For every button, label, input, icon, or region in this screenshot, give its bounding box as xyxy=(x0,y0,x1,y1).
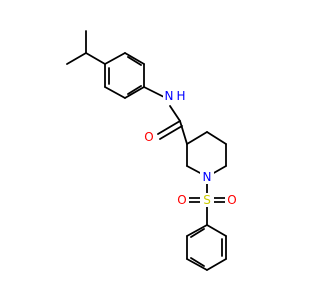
bond-ring2-1 xyxy=(206,224,227,237)
bond-isopropyl-methyl-left xyxy=(66,52,87,65)
bonds-layer xyxy=(66,30,227,271)
bond-ring1-3 xyxy=(124,86,145,99)
bond-pip-5 xyxy=(186,165,203,175)
atom-label-amide-nh: N H xyxy=(163,89,187,103)
bond-ring1-6 xyxy=(104,52,126,65)
bond-ring1-2 xyxy=(104,86,126,99)
molecule-structure: N H O N S O O xyxy=(66,30,239,271)
sulfonyl-oxygen-right-label: O xyxy=(227,193,236,207)
ring-nitrogen-label: N xyxy=(203,170,212,184)
bond-pip-1 xyxy=(186,131,208,145)
bond-carbonyl-o-1 xyxy=(157,120,181,135)
atom-label-sulfonyl-o1: O xyxy=(175,193,189,207)
bond-ring2-6 xyxy=(186,224,208,237)
bond-ring1-double-c xyxy=(127,56,142,66)
atom-label-sulfonyl-o2: O xyxy=(225,193,239,207)
sulfonyl-oxygen-left-label: O xyxy=(177,193,186,207)
bond-ring2-4 xyxy=(186,258,208,271)
bond-carbonyl-to-c3 xyxy=(179,120,188,145)
amide-nitrogen-label: N xyxy=(165,89,174,103)
bond-carbonyl-o-2 xyxy=(159,125,183,140)
atom-label-amide-o: O xyxy=(142,130,156,144)
bond-ring1-to-nh xyxy=(143,86,165,98)
bond-ring2-double-c xyxy=(190,228,205,238)
bond-ring2-3 xyxy=(206,258,227,271)
bond-pip-2 xyxy=(206,131,227,145)
bond-ring1-double-b xyxy=(127,85,142,95)
atom-label-ring-n: N xyxy=(200,170,214,184)
bond-isopropyl-to-ring xyxy=(85,52,106,65)
bond-pip-4 xyxy=(211,165,227,175)
bond-ring1-5 xyxy=(124,52,145,65)
bond-ring2-double-b xyxy=(190,257,205,267)
amide-oxygen-label: O xyxy=(144,130,153,144)
bond-nh-to-carbonyl xyxy=(169,105,181,122)
sulfur-label: S xyxy=(203,193,211,207)
atom-label-sulfur: S xyxy=(200,193,214,207)
amide-hydrogen-label: H xyxy=(176,89,185,103)
